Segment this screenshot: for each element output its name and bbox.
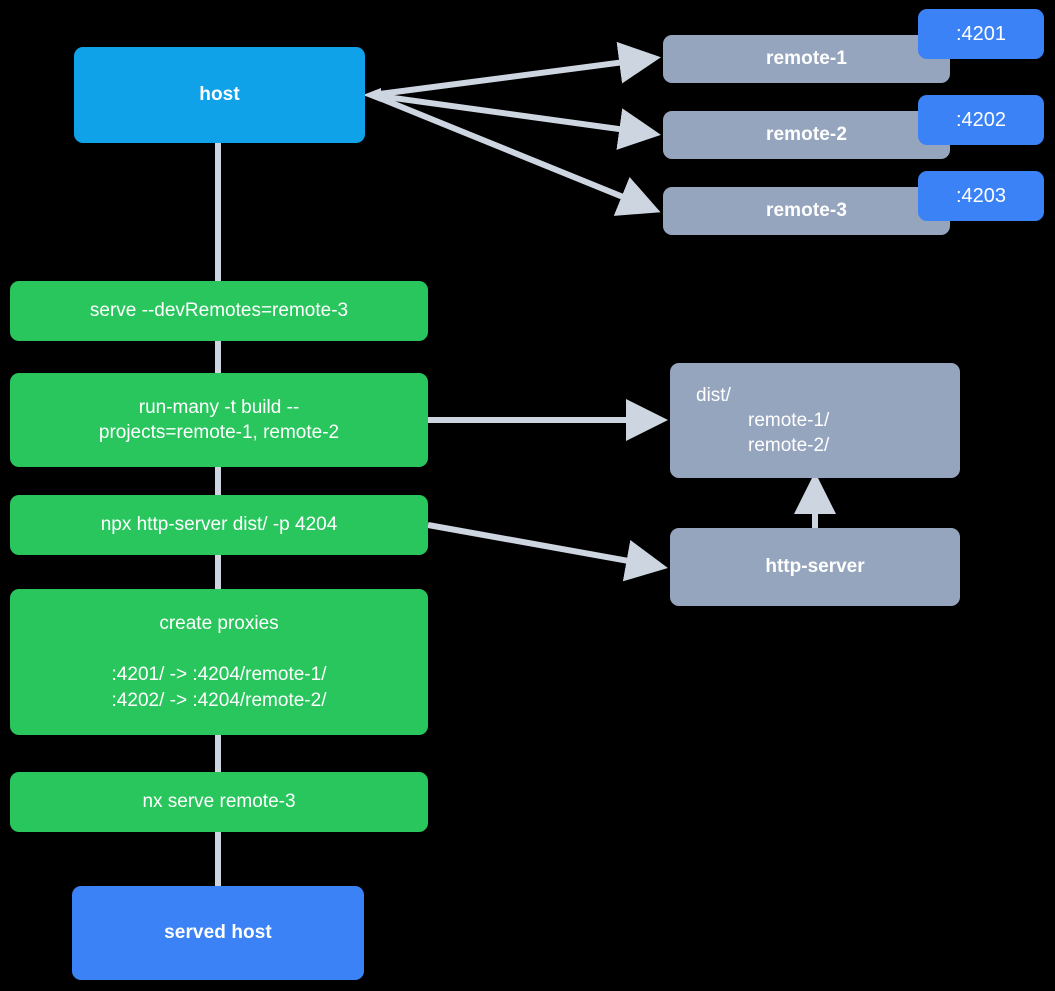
badge-remote-2-port: :4202 [918, 95, 1044, 145]
node-remote-2[interactable]: remote-2 [663, 111, 950, 159]
node-dist-folder[interactable]: dist/ remote-1/ remote-2/ [670, 363, 960, 478]
badge-remote-3-port-label: :4203 [955, 184, 1007, 207]
node-nx-serve-remote-3-label: nx serve remote-3 [142, 791, 296, 813]
node-npx-http-server[interactable]: npx http-server dist/ -p 4204 [10, 495, 428, 555]
node-remote-2-label: remote-2 [765, 124, 848, 146]
edge-host-to-remote-2 [371, 92, 661, 150]
node-dist-line-2: remote-1/ [748, 409, 830, 431]
node-remote-3-label: remote-3 [765, 200, 848, 222]
node-dist-line-3: remote-2/ [748, 435, 830, 457]
node-host-label: host [199, 84, 240, 106]
node-remote-1[interactable]: remote-1 [663, 35, 950, 83]
node-create-proxies-title: create proxies [159, 613, 279, 635]
node-create-proxies[interactable]: create proxies :4201/ -> :4204/remote-1/… [10, 589, 428, 735]
badge-remote-1-port: ​:4201 [918, 9, 1044, 59]
node-serve-dev-remotes-label: serve --devRemotes=remote-3 [89, 300, 349, 322]
node-serve-dev-remotes[interactable]: serve --devRemotes=remote-3 [10, 281, 428, 341]
node-create-proxies-mapping-2: :4202/ -> :4204/remote-2/ [111, 689, 327, 711]
node-http-server-label: http-server [765, 556, 865, 578]
edge-remotes-back-to-host-arrowhead [363, 88, 381, 102]
badge-remote-3-port: :4203 [918, 171, 1044, 221]
node-http-server[interactable]: http-server [670, 528, 960, 606]
node-served-host-label: served host [164, 922, 272, 944]
node-create-proxies-mapping-1: :4201/ -> :4204/remote-1/ [111, 664, 327, 686]
edge-host-to-remote-1 [371, 41, 661, 98]
node-host[interactable]: host [74, 47, 365, 143]
node-remote-1-label: remote-1 [765, 48, 848, 70]
node-run-many[interactable]: run-many -t build -- projects=remote-1, … [10, 373, 428, 467]
node-remote-3[interactable]: remote-3 [663, 187, 950, 235]
edge-npx-to-httpserver [427, 522, 668, 582]
badge-remote-1-port-label: ​:4201 [955, 22, 1007, 45]
badge-remote-2-port-label: :4202 [955, 108, 1007, 131]
node-served-host[interactable]: served host [72, 886, 364, 980]
edge-host-to-remote-3 [370, 92, 661, 216]
node-dist-line-1: dist/ [696, 384, 731, 406]
node-run-many-line-1: run-many -t build -- [138, 396, 300, 418]
node-npx-http-server-label: npx http-server dist/ -p 4204 [100, 514, 338, 536]
node-nx-serve-remote-3[interactable]: nx serve remote-3 [10, 772, 428, 832]
node-run-many-line-2: projects=remote-1, remote-2 [98, 422, 340, 443]
